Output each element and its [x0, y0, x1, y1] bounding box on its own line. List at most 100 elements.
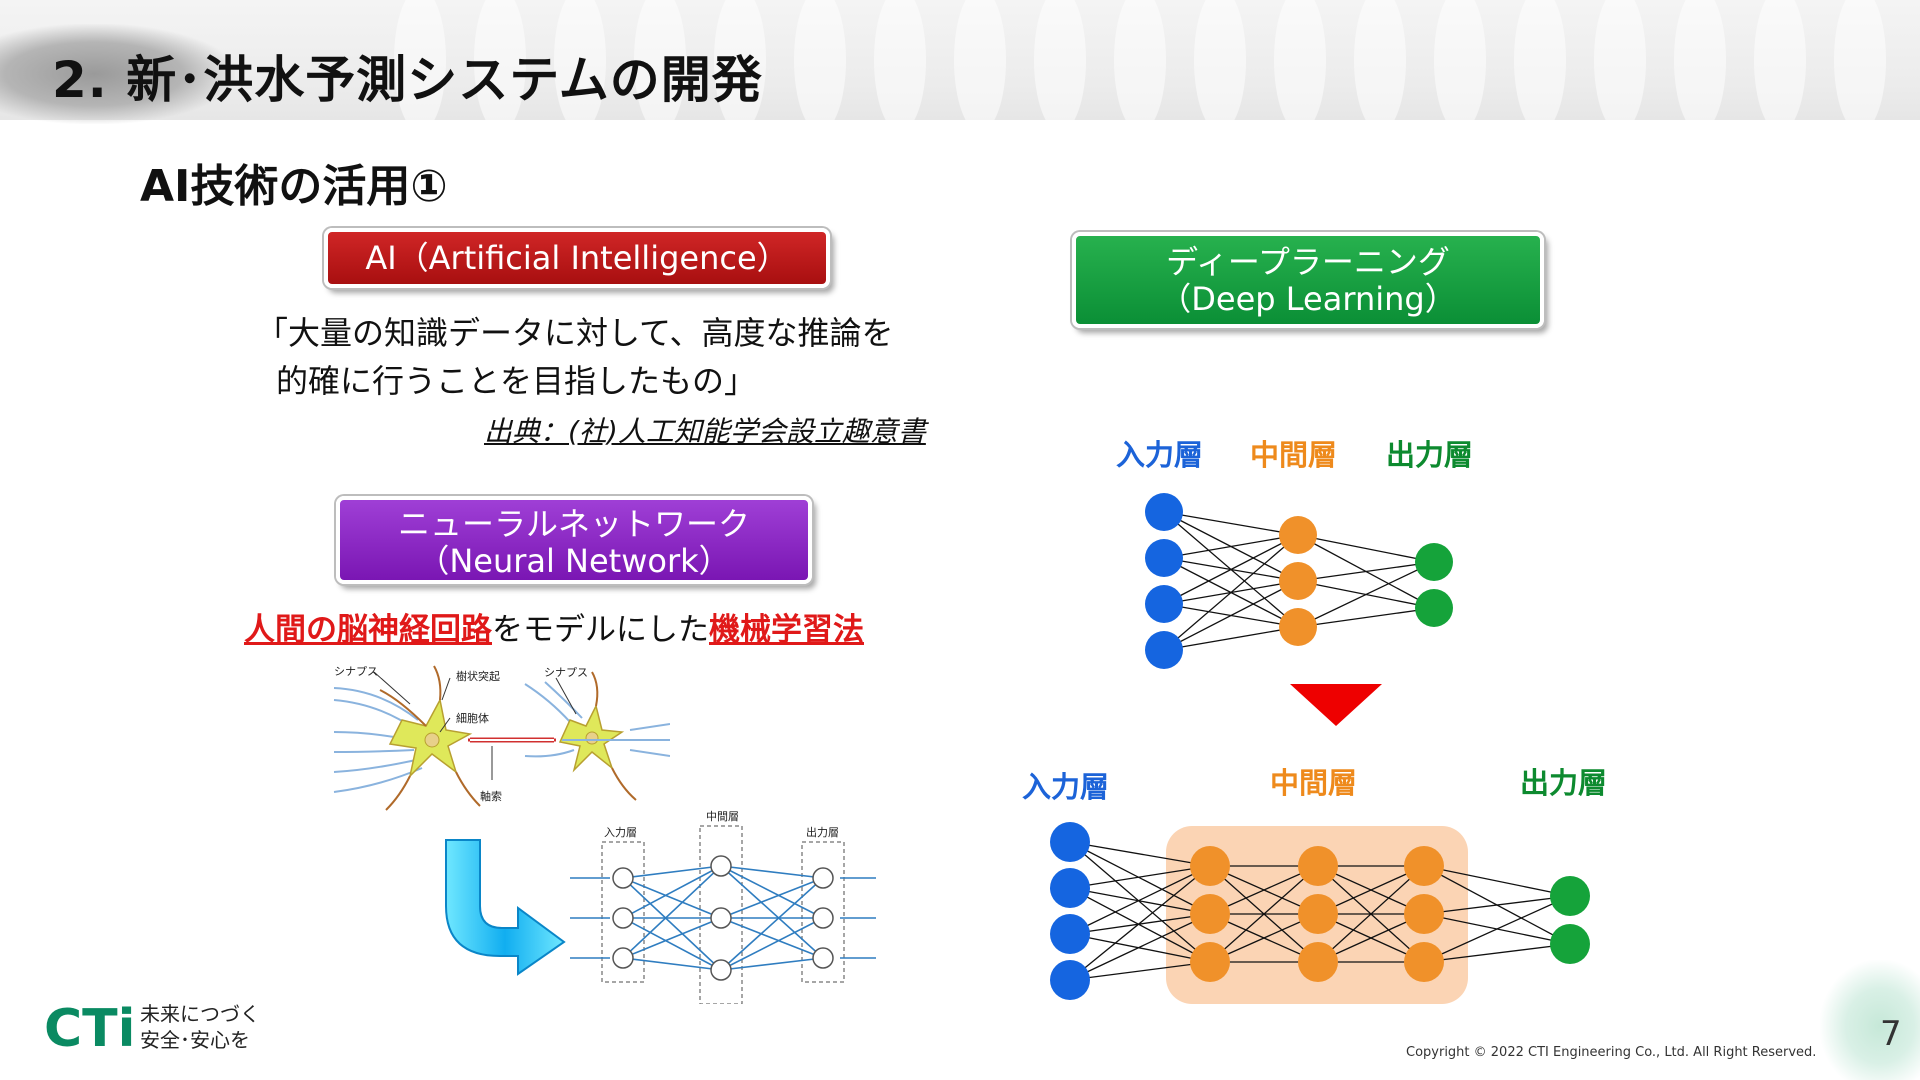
- small-net-output-node: [812, 947, 834, 969]
- page-title: 2. 新･洪水予測システムの開発: [52, 51, 763, 109]
- small-net-hidden-node: [710, 907, 732, 929]
- deep-connection: [1069, 913, 1211, 935]
- label-dendrite: 樹状突起: [456, 669, 500, 683]
- deep-connection: [1069, 865, 1211, 889]
- ai-label-text: AI（Artificial Intelligence）: [365, 238, 789, 277]
- deep-hidden-node: [1404, 894, 1444, 934]
- copyright-notice: Copyright © 2022 CTI Engineering Co., Lt…: [1406, 1045, 1817, 1060]
- transform-arrow-icon: [445, 839, 566, 976]
- deep-connection: [1069, 961, 1211, 981]
- small-net-connection: [720, 917, 824, 971]
- deep-connection: [1423, 865, 1571, 897]
- small-net-output-node: [812, 867, 834, 889]
- page-number: 7: [1880, 1014, 1902, 1054]
- corner-brush-decoration: [1820, 960, 1920, 1080]
- deep-hidden-node: [1298, 894, 1338, 934]
- deep-learning-label-box: ディープラーニング （Deep Learning）: [1072, 232, 1544, 328]
- small-net-input-node: [612, 907, 634, 929]
- header-stripe-pattern: [394, 0, 1886, 120]
- section-title: AI技術の活用①: [140, 161, 448, 212]
- small-net-hidden-node: [710, 959, 732, 981]
- shallow-connection: [1297, 607, 1435, 628]
- small-net-connection: [622, 917, 722, 971]
- small-net-connection: [720, 917, 824, 959]
- deep-connection: [1069, 913, 1211, 981]
- definition-source: 出典：(社)人工知能学会設立趣意書: [484, 415, 926, 448]
- shallow-connection: [1163, 511, 1299, 536]
- label-synapse-right: シナプス: [544, 666, 588, 679]
- deep-input-node: [1050, 868, 1090, 908]
- neural-network-label-line-2: （Neural Network）: [417, 541, 731, 580]
- small-net-connection: [622, 957, 722, 971]
- shallow-output-label: 出力層: [1386, 438, 1474, 472]
- neural-network-label-box: ニューラルネットワーク （Neural Network）: [336, 496, 812, 584]
- small-net-connection: [720, 865, 824, 959]
- neural-network-description: 人間の脳神経回路をモデルにした機械学習法: [244, 604, 864, 649]
- deep-hidden-label: 中間層: [1270, 766, 1358, 800]
- shallow-input-node: [1145, 631, 1183, 669]
- small-net-connection: [622, 865, 722, 919]
- neuron-figure: シナプス 樹状突起 シナプス 細胞体 軸索: [333, 665, 670, 811]
- small-net-connection: [622, 877, 722, 919]
- label-axon: 軸索: [480, 789, 502, 803]
- small-net-connection: [720, 865, 824, 919]
- description-middle: をモデルにした: [492, 612, 709, 648]
- deep-hidden-node: [1404, 942, 1444, 982]
- deep-input-node: [1050, 822, 1090, 862]
- shallow-input-node: [1145, 585, 1183, 623]
- brush-stroke-decoration: [0, 24, 235, 124]
- deep-learning-label-line-2: （Deep Learning）: [1159, 279, 1457, 318]
- shallow-hidden-node: [1279, 516, 1317, 554]
- deep-hidden-node: [1190, 846, 1230, 886]
- ai-definition-line-1: 「大量の知識データに対して、高度な推論を: [256, 314, 894, 352]
- small-net-input-node: [612, 947, 634, 969]
- deep-connection: [1423, 895, 1571, 963]
- small-network-diagram: 入力層 中間層 出力層: [570, 810, 876, 1004]
- down-triangle-icon: [1290, 684, 1382, 726]
- small-net-hidden-node: [710, 855, 732, 877]
- shallow-input-label: 入力層: [1116, 438, 1204, 472]
- small-net-connection: [622, 877, 722, 971]
- small-net-output-node: [812, 907, 834, 929]
- shallow-input-node: [1145, 493, 1183, 531]
- label-synapse-left: シナプス: [334, 665, 378, 678]
- deep-connection: [1069, 841, 1211, 963]
- tagline-line-1: 未来につづく: [140, 1002, 260, 1026]
- deep-hidden-node: [1190, 942, 1230, 982]
- shallow-connection: [1297, 561, 1435, 582]
- deep-connection: [1069, 841, 1211, 867]
- header-band: [0, 0, 1920, 120]
- small-net-input-label: 入力層: [604, 826, 637, 839]
- shallow-output-node: [1415, 589, 1453, 627]
- deep-connection: [1069, 887, 1211, 963]
- deep-learning-label-line-1: ディープラーニング: [1166, 243, 1450, 281]
- ai-definition-line-2: 的確に行うことを目指したもの」: [276, 362, 757, 400]
- shallow-hidden-node: [1279, 608, 1317, 646]
- deep-connection: [1069, 933, 1211, 963]
- deep-input-node: [1050, 960, 1090, 1000]
- small-net-connection: [720, 865, 824, 879]
- shallow-connection: [1297, 561, 1435, 628]
- label-cell-body: 細胞体: [456, 711, 489, 725]
- deep-connection: [1069, 865, 1211, 981]
- shallow-connection: [1163, 534, 1299, 651]
- shallow-connection: [1163, 580, 1299, 651]
- shallow-network-diagram: [1145, 493, 1453, 669]
- company-logo: CTi: [44, 1000, 135, 1052]
- shallow-output-node: [1415, 543, 1453, 581]
- logo-tagline: 未来につづく 安全･安心を: [140, 1001, 260, 1053]
- tagline-line-2: 安全･安心を: [140, 1028, 250, 1052]
- shallow-connection: [1163, 626, 1299, 651]
- small-net-input-node: [612, 867, 634, 889]
- shallow-connection: [1163, 534, 1299, 605]
- deep-hidden-node: [1404, 846, 1444, 886]
- shallow-hidden-label: 中間層: [1250, 438, 1338, 472]
- deep-input-node: [1050, 914, 1090, 954]
- shallow-input-node: [1145, 539, 1183, 577]
- deep-output-label: 出力層: [1520, 766, 1608, 800]
- deep-hidden-node: [1190, 894, 1230, 934]
- deep-connection: [1069, 887, 1211, 915]
- small-net-connection: [622, 917, 722, 959]
- logo-text: CTi: [44, 1000, 135, 1052]
- shallow-connection: [1297, 534, 1435, 563]
